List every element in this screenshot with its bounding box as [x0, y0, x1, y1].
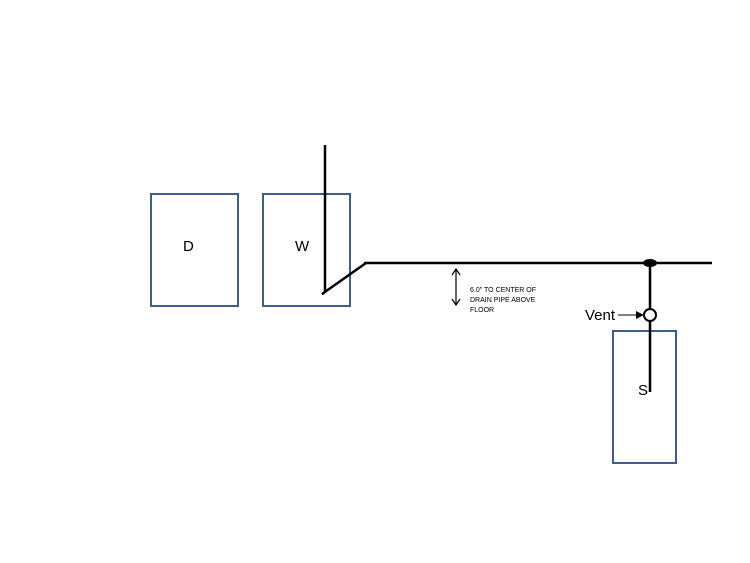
sink-box — [612, 330, 677, 464]
vent-circle — [643, 308, 657, 322]
washer-box — [262, 193, 351, 307]
sink-label: S — [638, 382, 649, 399]
dryer-box — [150, 193, 239, 307]
dryer-label: D — [183, 238, 194, 255]
washer-standpipe — [321, 145, 367, 296]
washer-label: W — [295, 238, 310, 255]
height-arrow-top-icon — [451, 267, 461, 276]
vent-label: Vent — [585, 307, 616, 324]
height-note: 6.0" TO CENTER OF DRAIN PIPE ABOVE FLOOR — [470, 287, 537, 314]
height-arrow-bottom-icon — [451, 298, 461, 307]
